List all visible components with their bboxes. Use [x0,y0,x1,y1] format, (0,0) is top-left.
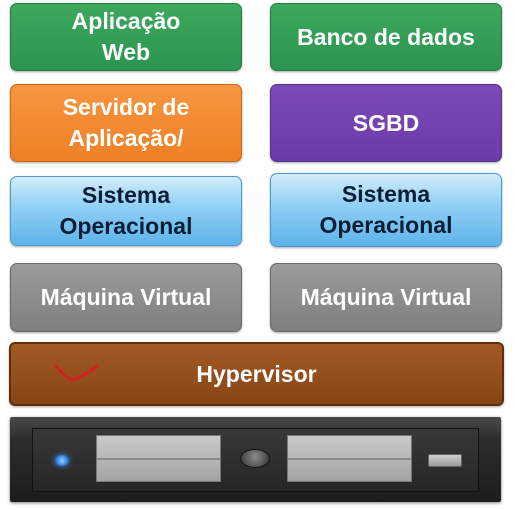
os-label-left: Sistema Operacional [59,182,193,239]
drive-bay-right [287,435,412,482]
dbms-label: SGBD [352,109,420,136]
vm-block-left: Máquina Virtual [10,263,242,332]
dbms-block: SGBD [270,84,502,162]
power-led-icon [55,455,69,466]
red-checkmark-annotation-icon [54,364,100,382]
vm-label-left: Máquina Virtual [40,284,212,310]
power-button-icon [240,449,270,468]
database-block: Banco de dados [270,3,502,71]
vm-block-right: Máquina Virtual [270,263,502,332]
os-label-right: Sistema Operacional [319,181,453,238]
drive-bay-left [96,435,221,482]
app-server-block: Servidor de Aplicação/ [10,84,242,162]
app-server-label: Servidor de Aplicação/ [62,94,190,151]
os-block-right: Sistema Operacional [270,173,502,247]
os-block-left: Sistema Operacional [10,176,242,246]
usb-port-icon [428,454,462,467]
database-label: Banco de dados [297,23,475,50]
application-label: Aplicação Web [71,8,181,65]
hypervisor-block: Hypervisor [9,342,504,406]
vm-label-right: Máquina Virtual [300,284,472,310]
hypervisor-label: Hypervisor [196,360,317,387]
application-block: Aplicação Web [10,3,242,71]
